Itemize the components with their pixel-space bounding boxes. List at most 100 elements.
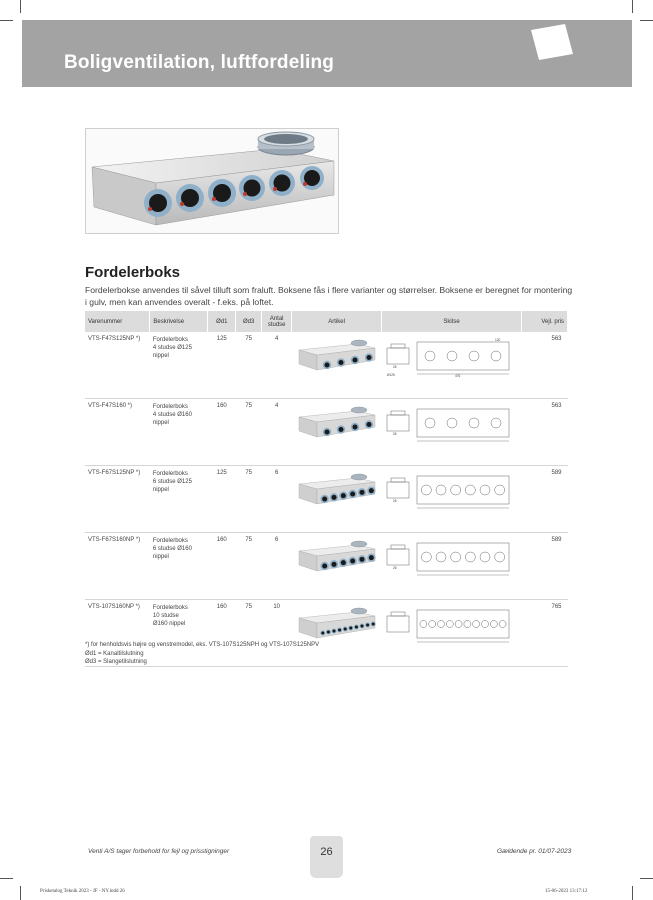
sketch-label: 476 [455, 374, 461, 378]
outlet-hole [326, 630, 330, 634]
outlet-hole [368, 555, 374, 561]
outlet-count: 10 [261, 599, 292, 667]
dimension-sketch: 26 [386, 475, 509, 509]
article-image-cell [291, 599, 382, 667]
hose-diameter: 75 [235, 465, 262, 533]
sketch-outlet [480, 620, 489, 628]
header-band [22, 20, 632, 87]
footnote: *) for henholdsvis højre og venstremodel… [85, 642, 320, 648]
outlet-hole [368, 488, 374, 494]
sketch-outlet [490, 350, 501, 362]
crop-mark-tr-h [640, 20, 653, 21]
sketch-outlet [445, 620, 454, 628]
column-header: Artikel [291, 311, 383, 332]
item-description: Fordelerboks 4 studse Ø160 nippel [149, 398, 208, 466]
column-header: Ød1 [207, 311, 237, 332]
header-tab-icon [531, 24, 573, 60]
sketch-end-view [386, 481, 409, 499]
duct-diameter: 125 [207, 465, 236, 533]
dimension-sketch: 26 [386, 408, 509, 442]
sketch-outlet [436, 620, 445, 628]
outlet-hole [338, 359, 344, 366]
sketch-outlet [479, 484, 490, 496]
hero-product-image [85, 128, 339, 234]
product-table: Varenummer Beskrivelse Ød1 Ød3 Antal stu… [85, 311, 568, 667]
sketch-outlet [490, 417, 501, 429]
sketch-cell: 26 [381, 532, 522, 600]
sketch-outlet [479, 551, 490, 563]
column-header: Beskrivelse [149, 311, 209, 332]
sketch-outlet [494, 551, 505, 563]
sketch-label: 26 [393, 432, 397, 436]
outlet-hole [359, 556, 365, 562]
sketch-outlet [450, 551, 461, 563]
sketch-outlet [424, 350, 435, 362]
footnote: Ød1 = Kanaltilslutning [85, 650, 144, 657]
table-header-row: Varenummer Beskrivelse Ød1 Ød3 Antal stu… [85, 311, 568, 332]
page-title: Boligventilation, luftfordeling [64, 52, 335, 73]
hose-diameter: 75 [235, 398, 262, 466]
sketch-plan-view [416, 341, 509, 371]
hose-diameter: 75 [235, 532, 262, 600]
table-row: VTS-F47S125NP *)Fordelerboks 4 studse Ø1… [85, 332, 568, 399]
hose-diameter: 75 [235, 599, 262, 667]
sketch-outlet [454, 620, 462, 628]
item-description: Fordelerboks 6 studse Ø125 nippel [149, 465, 208, 533]
print-slug-timestamp: 15-06-2023 13:17:12 [545, 889, 588, 894]
list-price: 589 [521, 532, 568, 600]
sketch-outlet [468, 350, 479, 362]
outlet-count: 4 [261, 332, 292, 399]
outlet-hole [349, 491, 355, 497]
outlet-hole [348, 626, 352, 630]
table-row: VTS-F67S125NP *)Fordelerboks 6 studse Ø1… [85, 465, 568, 533]
page-number-tab [310, 836, 343, 878]
outlet-hole [365, 623, 369, 627]
sketch-outlet [424, 417, 435, 429]
outlet-rings [144, 166, 324, 217]
outlet-hole [360, 624, 364, 628]
duct-diameter: 160 [207, 398, 236, 466]
outlet-hole [349, 558, 355, 564]
sketch-outlet [435, 484, 446, 496]
item-description: Fordelerboks 10 studse Ø160 nippel [149, 599, 208, 667]
article-image-cell [291, 398, 382, 466]
sketch-label: 26 [393, 566, 397, 570]
outlet-hole [340, 560, 346, 566]
hose-diameter: 75 [235, 332, 262, 399]
outlet-hole [343, 627, 347, 631]
section-title: Fordelerboks [85, 264, 181, 281]
outlet-hole [359, 489, 365, 495]
outlet-hole [321, 496, 327, 502]
outlet-hole [337, 628, 341, 632]
outlet-hole [331, 561, 337, 567]
sketch-cell: 26 [381, 398, 522, 466]
crop-mark-tl-h [0, 20, 13, 21]
outlet-hole [324, 362, 330, 368]
sketch-outlet [420, 484, 432, 496]
sketch-outlet [419, 620, 427, 628]
sketch-outlet [464, 551, 476, 563]
product-thumbnail [298, 540, 376, 572]
list-price: 765 [521, 599, 568, 667]
footnotes: *) for henholdsvis højre og venstremodel… [85, 641, 319, 667]
item-description: Fordelerboks 6 studse Ø160 nippel [149, 532, 208, 600]
column-header: Antal studse [261, 311, 293, 332]
sketch-outlet [450, 484, 461, 496]
crop-mark-tr-v [632, 0, 633, 13]
footnote: Ød3 = Slangetilslutning [85, 659, 147, 665]
item-number: VTS-F47S160 *) [85, 398, 150, 466]
outlet-count: 6 [261, 465, 292, 533]
sketch-label: 26 [393, 499, 397, 503]
duct-collar [350, 540, 367, 548]
item-number: VTS-F67S160NP *) [85, 532, 150, 600]
sketch-outlet [489, 620, 498, 628]
list-price: 563 [521, 332, 568, 399]
article-image-cell [291, 532, 382, 600]
sketch-collar [390, 544, 405, 550]
list-price: 589 [521, 465, 568, 533]
duct-diameter: 160 [207, 599, 236, 667]
outlet-hole [371, 622, 375, 626]
sketch-outlet [446, 350, 457, 362]
